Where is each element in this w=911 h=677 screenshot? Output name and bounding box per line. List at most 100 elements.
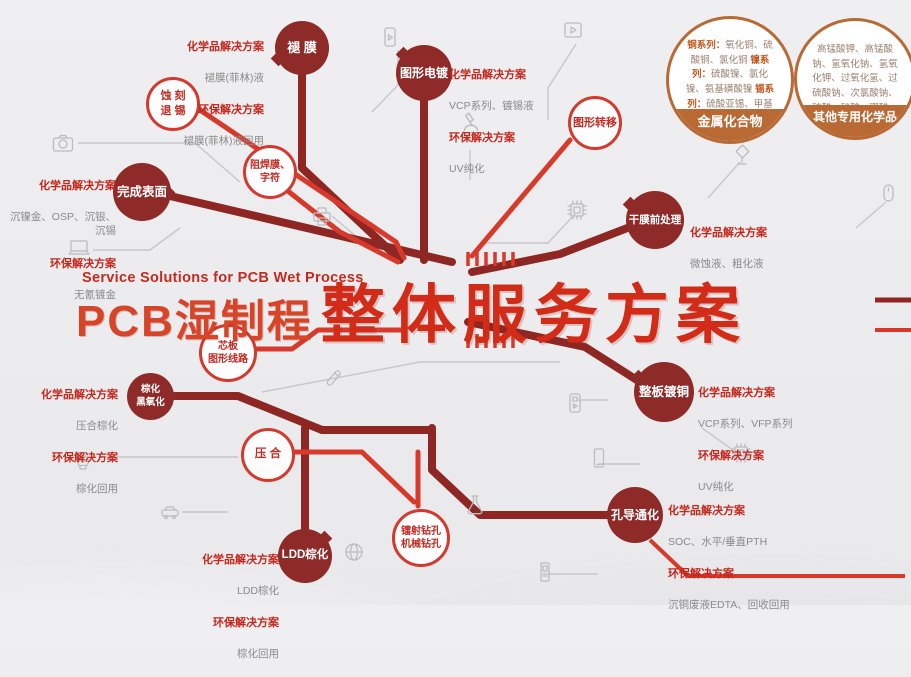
node-zuhanmo-zifu: 阻焊膜、 字符	[243, 145, 297, 199]
title-subtitle-en: Service Solutions for PCB Wet Process	[82, 270, 364, 286]
flask-icon	[463, 493, 487, 517]
node-tuxing-diandu: 图形电镀	[395, 45, 452, 101]
node-label: 褪 膜	[287, 40, 317, 56]
media-player-icon	[561, 18, 585, 42]
car-icon	[158, 500, 182, 524]
node-label: 蚀 刻 退 锡	[160, 90, 186, 117]
node-label: 阻焊膜、 字符	[250, 159, 290, 185]
node-label: 图形转移	[573, 116, 617, 129]
node-label: 压 合	[254, 448, 282, 461]
callout-ganmo-qianchuli: 化学品解决方案 微蚀液、粗化液	[690, 208, 822, 286]
series-label-tin: 锡系列：	[687, 84, 775, 110]
badge-other-chemicals: 高锰酸钾、高锰酸钠、氢氧化钠、氢氧化钾、过氧化氢、过硫酸钠、次氯酸钠、硫酸、硝酸…	[794, 18, 911, 140]
chem-solutions-detail: VCP系列、镀锡液	[449, 99, 534, 112]
callout-tuimo: 化学品解决方案 褪膜(菲林)液 环保解决方案 褪膜(菲林)液回用	[132, 22, 265, 164]
node-leishe-zuankong: 镭射钻孔 机械钻孔	[392, 509, 450, 567]
callout-kongdao-tonghua: 化学品解决方案 SOC、水平/垂直PTH 环保解决方案 沉铜废液EDTA、回收回…	[668, 486, 818, 628]
env-solutions-detail: 无氰镀金	[74, 288, 116, 301]
mouse-icon	[876, 181, 900, 205]
title-zh-accent: 整体服务方案	[320, 279, 747, 351]
smartwatch-icon	[71, 449, 95, 473]
env-solutions-title: 环保解决方案	[52, 452, 118, 465]
node-xinban-tuxingxianlu: 芯板 图形线路	[199, 324, 257, 382]
env-solutions-title: 环保解决方案	[449, 132, 515, 145]
callout-tuxing-diandu: 化学品解决方案 VCP系列、镀锡液 环保解决方案 UV纯化	[449, 50, 581, 192]
node-yahe: 压 合	[241, 428, 295, 482]
chem-solutions-title: 化学品解决方案	[668, 504, 745, 517]
node-label: 芯板 图形线路	[208, 340, 248, 366]
series-label-copper: 铜系列：	[687, 40, 726, 51]
node-label: 完成表面	[116, 184, 167, 199]
node-label: 图形电镀	[399, 65, 448, 80]
series-items-copper: 氧化铜、硫酸铜、氯化铜	[690, 40, 773, 66]
chem-solutions-detail: LDD棕化	[236, 584, 279, 597]
badge-title: 金属化合物	[669, 109, 791, 141]
node-kongdao-tonghua: 孔导通化	[603, 487, 663, 543]
node-label: 棕化 黑氧化	[136, 383, 165, 408]
printer-icon	[310, 204, 334, 228]
node-label: 整板镀铜	[638, 384, 689, 399]
callout-wancheng-biaomian: 化学品解决方案 沉镍金、OSP、沉银、沉锡 环保解决方案 无氰镀金	[4, 161, 116, 317]
chem-solutions-title: 化学品解决方案	[187, 40, 264, 53]
series-label-nickel: 镍系列：	[691, 54, 770, 81]
node-tuxing-zhuanyi: 图形转移	[568, 96, 622, 150]
circuit-traces	[78, 43, 911, 578]
node-tuimo: 褪 膜	[270, 21, 329, 75]
badge-title: 其他专用化学品	[797, 105, 911, 137]
env-solutions-title: 环保解决方案	[668, 568, 734, 581]
chem-solutions-title: 化学品解决方案	[690, 226, 767, 239]
chem-solutions-title: 化学品解决方案	[449, 68, 526, 81]
chip-icon	[729, 441, 753, 465]
chem-solutions-title: 化学品解决方案	[698, 386, 775, 399]
env-solutions-detail: UV纯化	[698, 481, 734, 494]
pcb-infographic: 褪 膜 图形电镀 完成表面 干膜前处理 整板镀铜 孔导通化 LDD棕化 棕化 黑…	[4, 16, 911, 660]
chem-solutions-detail: 沉镍金、OSP、沉银、沉锡	[9, 210, 116, 238]
badge-metal-compounds: 铜系列：氧化铜、硫酸铜、氯化铜 镍系列：硫酸镍、氯化镍、氨基磺酸镍 锡系列：硫酸…	[666, 16, 794, 144]
node-zonghua-heiyanghua: 棕化 黑氧化	[127, 373, 178, 420]
chem-solutions-detail: SOC、水平/垂直PTH	[668, 535, 768, 548]
satellite-icon	[730, 143, 754, 167]
title-zh: PCB湿制程 整体服务方案	[76, 279, 747, 351]
node-ldd-zonghua: LDD棕化	[278, 529, 333, 583]
node-label: 镭射钻孔 机械钻孔	[401, 525, 441, 551]
env-solutions-detail: 棕化回用	[237, 648, 279, 661]
pda-icon	[533, 560, 557, 584]
node-label: 孔导通化	[610, 507, 659, 522]
env-solutions-title: 环保解决方案	[198, 104, 264, 117]
globe-icon	[342, 540, 366, 564]
main-title: Service Solutions for PCB Wet Process PC…	[76, 270, 747, 351]
env-solutions-detail: 沉铜废液EDTA、回收回用	[668, 599, 790, 612]
callout-zonghua-heiyanghua: 化学品解决方案 压合棕化 环保解决方案 棕化回用	[13, 370, 118, 512]
chem-solutions-title: 化学品解决方案	[39, 179, 116, 192]
mp3-player-icon	[378, 25, 402, 49]
music-player-icon	[563, 391, 587, 415]
chem-solutions-detail: 微蚀液、粗化液	[690, 257, 764, 270]
title-zh-main: PCB湿制程	[76, 296, 313, 346]
chem-solutions-detail: 压合棕化	[76, 419, 118, 432]
chem-solutions-detail: 褪膜(菲林)液	[204, 71, 265, 84]
env-solutions-detail: 褪膜(菲林)液回用	[183, 135, 265, 148]
node-wancheng-biaomian: 完成表面	[113, 163, 176, 221]
camera-icon	[51, 131, 75, 155]
chip-icon	[565, 198, 589, 222]
node-ganmo-qianchuli: 干膜前处理	[622, 191, 684, 249]
node-shike-tuixi: 蚀 刻 退 锡	[146, 77, 200, 131]
node-label: LDD棕化	[281, 549, 329, 562]
smartphone-icon	[587, 446, 611, 470]
test-tube-icon	[321, 366, 345, 390]
node-label: 干膜前处理	[628, 213, 682, 226]
callout-zhengban-dutong: 化学品解决方案 VCP系列、VFP系列 环保解决方案 UV纯化	[698, 368, 830, 510]
chem-solutions-title: 化学品解决方案	[202, 553, 279, 566]
laptop-icon	[67, 236, 91, 260]
env-solutions-title: 环保解决方案	[50, 257, 116, 270]
env-solutions-title: 环保解决方案	[698, 450, 764, 463]
series-items-nickel: 硫酸镍、氯化镍、氨基磺酸镍	[685, 69, 769, 96]
callout-ldd-zonghua: 化学品解决方案 LDD棕化 环保解决方案 棕化回用	[147, 535, 279, 677]
node-zhengban-dutong: 整板镀铜	[630, 362, 694, 422]
env-solutions-detail: UV纯化	[449, 163, 485, 176]
chem-solutions-title: 化学品解决方案	[41, 388, 118, 401]
microscope-icon	[458, 110, 484, 136]
env-solutions-detail: 棕化回用	[76, 483, 118, 496]
chem-solutions-detail: VCP系列、VFP系列	[698, 417, 793, 430]
env-solutions-title: 环保解决方案	[213, 617, 279, 630]
